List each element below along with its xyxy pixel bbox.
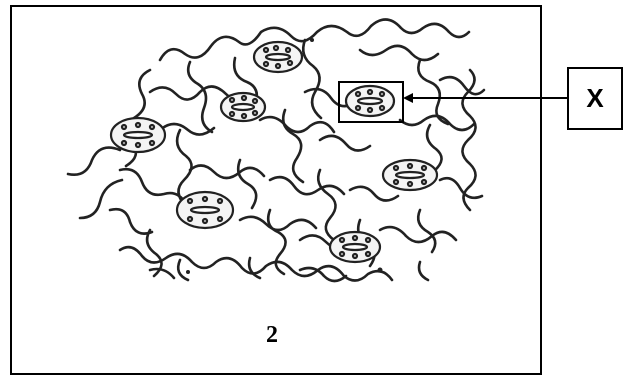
stoma (175, 190, 235, 230)
figure-number: 2 (266, 322, 278, 348)
label-box: X (567, 67, 623, 130)
specks (186, 38, 383, 274)
stoma (381, 158, 439, 192)
stoma (328, 230, 382, 264)
stoma (252, 40, 304, 74)
stomata (109, 40, 439, 264)
stoma (109, 116, 167, 154)
stoma (219, 91, 267, 123)
stoma-x (344, 84, 396, 118)
label-x: X (586, 83, 604, 113)
epidermal-cell-walls (66, 18, 486, 283)
figure-frame (10, 5, 542, 375)
